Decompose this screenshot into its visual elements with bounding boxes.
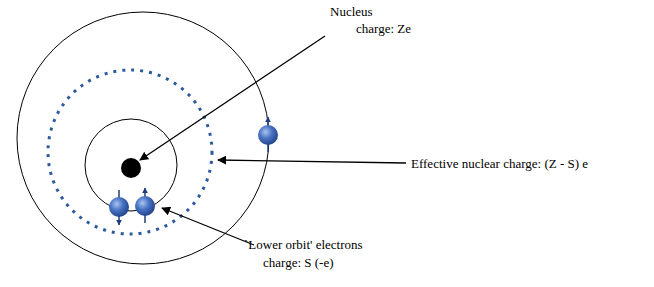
leader-arrow xyxy=(218,160,406,163)
leader-arrow xyxy=(140,36,325,160)
part-name: `Lower orbit' electrons xyxy=(244,237,363,252)
nucleus xyxy=(121,158,141,178)
inner-electron xyxy=(135,188,155,223)
screening-boundary xyxy=(48,70,212,234)
electron xyxy=(258,125,278,145)
electron xyxy=(109,197,129,217)
inner-electron xyxy=(109,190,129,225)
electron xyxy=(135,196,155,216)
part-name: Nucleus xyxy=(330,4,373,19)
leader-arrow xyxy=(162,208,254,245)
charge-note: charge: S (-e) xyxy=(263,255,334,270)
charge-note: Effective nuclear charge: (Z - S) e xyxy=(411,156,588,171)
outer-electron xyxy=(258,117,278,152)
outer-orbit xyxy=(17,12,269,264)
charge-note: charge: Ze xyxy=(356,21,411,36)
inner-orbit xyxy=(85,119,177,211)
